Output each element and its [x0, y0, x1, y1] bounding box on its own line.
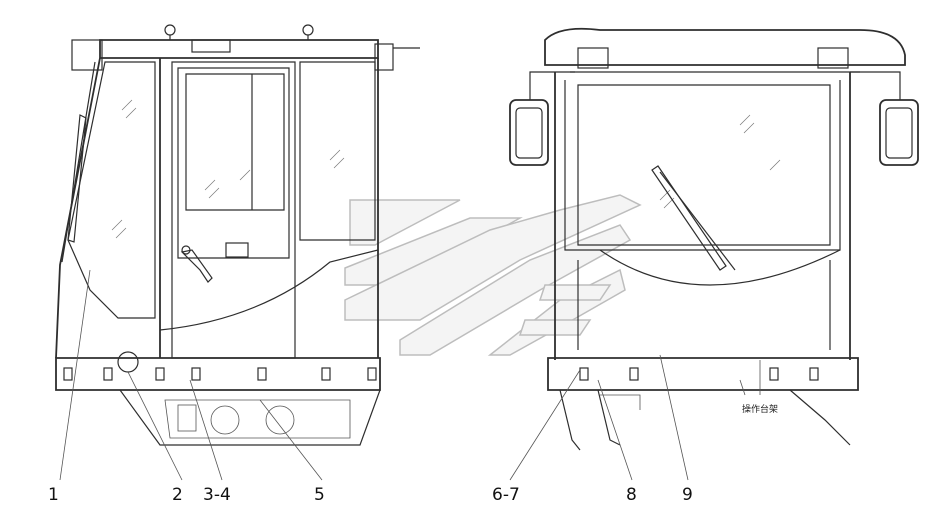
cab-side-view — [55, 24, 420, 446]
console-annotation: 操作台架 — [742, 403, 778, 415]
watermark-logo — [344, 194, 642, 356]
callout-label: 9 — [682, 485, 693, 505]
callout-label: 2 — [172, 485, 183, 505]
callout-label: 6-7 — [492, 485, 520, 505]
callout-label: 3-4 — [203, 485, 231, 505]
callout-label: 1 — [48, 485, 59, 505]
callout-label: 8 — [626, 485, 637, 505]
callout-label: 5 — [314, 485, 325, 505]
leader-lines — [59, 269, 746, 481]
cab-front-view — [509, 27, 919, 451]
